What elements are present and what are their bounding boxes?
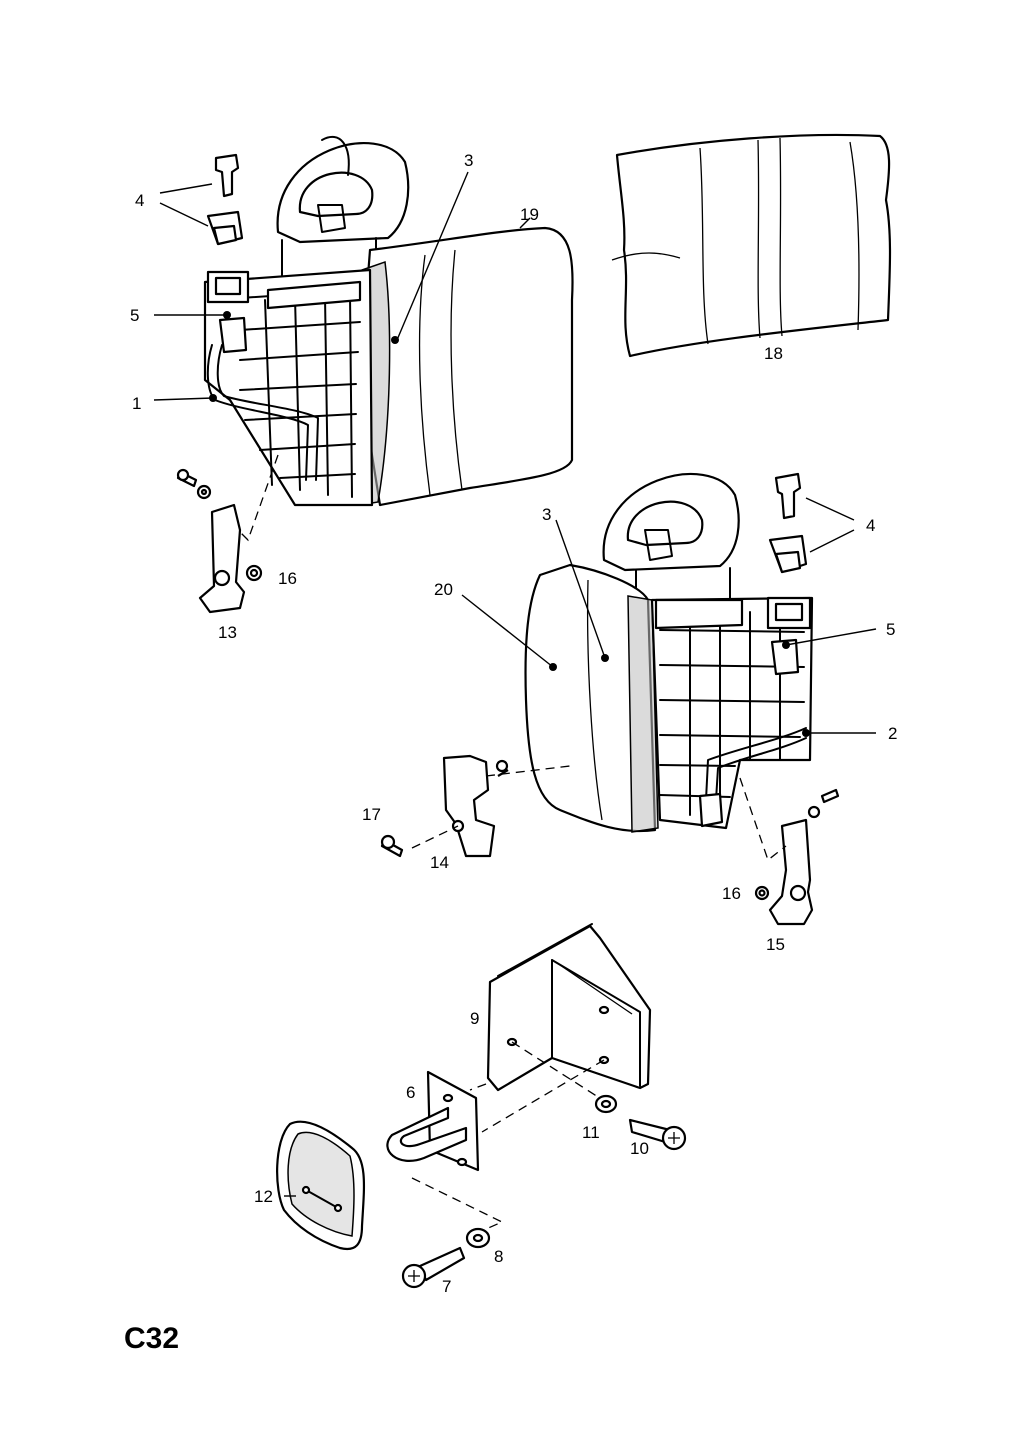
callout-labels-upper-right: 18 xyxy=(764,344,783,363)
hinge-13 xyxy=(198,503,246,614)
callout-3-middle: 3 xyxy=(542,505,551,524)
callout-4-upper-left: 4 xyxy=(135,191,144,210)
upper-left-backrest-assembly xyxy=(153,135,574,614)
callout-labels-middle: 3 4 20 5 2 17 14 16 15 xyxy=(362,505,897,954)
backrest-frame-left xyxy=(203,268,374,507)
callout-12: 12 xyxy=(254,1187,273,1206)
callout-11: 11 xyxy=(582,1123,600,1142)
clip-4-upper-left xyxy=(206,153,244,246)
cover-12 xyxy=(276,1120,366,1251)
clip-4-middle-right xyxy=(768,472,808,574)
callout-2: 2 xyxy=(888,724,897,743)
callout-16-middle: 16 xyxy=(722,884,741,903)
callout-13: 13 xyxy=(218,623,237,642)
headrest-left xyxy=(276,135,410,283)
callout-5-upper-left: 5 xyxy=(130,306,139,325)
callout-5-middle: 5 xyxy=(886,620,895,639)
callout-1: 1 xyxy=(132,394,141,413)
release-rod-1 xyxy=(206,344,309,481)
callout-labels-upper-left: 4 5 1 3 19 16 13 xyxy=(130,151,539,642)
callout-20: 20 xyxy=(434,580,453,599)
callout-17: 17 xyxy=(362,805,381,824)
callout-10: 10 xyxy=(630,1139,649,1158)
callout-14: 14 xyxy=(430,853,449,872)
lower-bracket-assembly xyxy=(276,923,687,1289)
callout-4-middle: 4 xyxy=(866,516,875,535)
screw-left xyxy=(176,468,212,500)
callout-16-upper-left: 16 xyxy=(278,569,297,588)
callout-8: 8 xyxy=(494,1247,503,1266)
bracket-9 xyxy=(486,924,652,1092)
backrest-cushion-18 xyxy=(611,133,892,358)
sheet-code: C32 xyxy=(124,1322,179,1355)
callout-6: 6 xyxy=(406,1083,415,1102)
callout-labels-lower: 9 6 11 10 12 8 7 xyxy=(254,1009,649,1296)
backrest-cushion-19 xyxy=(358,226,574,507)
screw-10 xyxy=(628,1118,687,1151)
callout-19: 19 xyxy=(520,205,539,224)
callout-18: 18 xyxy=(764,344,783,363)
callout-3-upper-left: 3 xyxy=(464,151,473,170)
callout-15: 15 xyxy=(766,935,785,954)
bracket-14 xyxy=(442,754,496,858)
callout-9: 9 xyxy=(470,1009,479,1028)
hinge-15 xyxy=(768,818,814,926)
lock-5-left xyxy=(218,316,248,354)
screw-7 xyxy=(401,1246,466,1289)
callout-7: 7 xyxy=(442,1277,451,1296)
middle-backrest-assembly xyxy=(380,472,877,926)
